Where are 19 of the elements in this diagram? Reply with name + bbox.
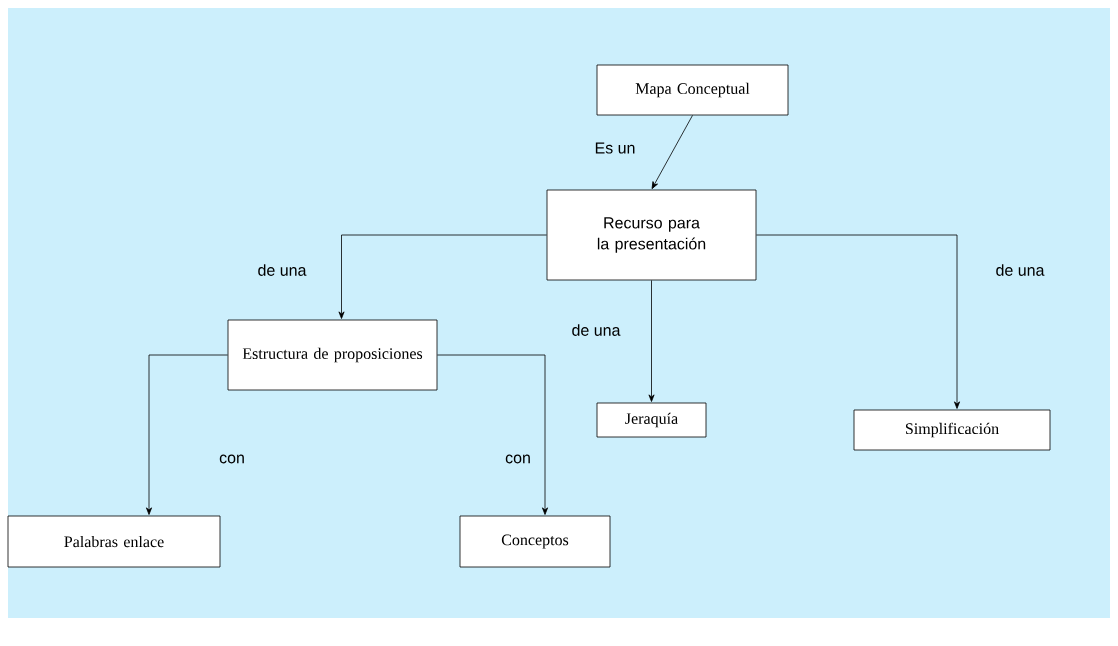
arrow <box>437 354 548 515</box>
edge-label: de una <box>258 264 307 276</box>
edge-label: de una <box>572 324 621 336</box>
concept-box: Mapa Conceptual <box>596 64 789 116</box>
arrow <box>146 354 228 515</box>
concept-box: Estructura de proposiciones <box>227 319 438 391</box>
edge-label: Es un <box>595 142 635 154</box>
arrow <box>756 234 960 409</box>
arrow <box>338 234 547 319</box>
concept-box: Conceptos <box>459 515 611 568</box>
edge-label: de una <box>996 264 1045 276</box>
concept-box: Jeraquía <box>596 402 707 438</box>
concept-box: Simplificación <box>853 409 1051 451</box>
arrow <box>651 115 693 190</box>
edge-label: con <box>219 454 244 464</box>
edge-label: con <box>505 454 530 464</box>
arrow <box>648 280 655 402</box>
concept-box: Recurso para la presentación <box>546 189 757 281</box>
concept-box: Palabras enlace <box>7 515 221 568</box>
